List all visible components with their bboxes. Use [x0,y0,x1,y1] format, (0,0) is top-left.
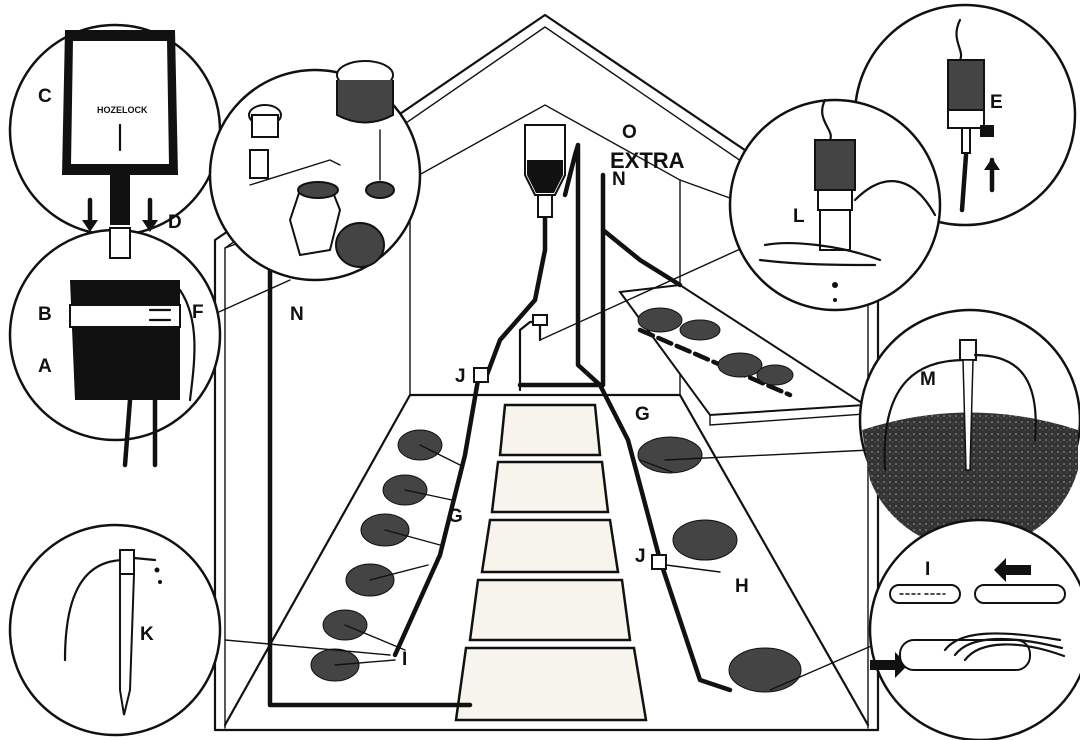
label-i-inset: I [925,559,930,580]
label-n-right: N [612,169,626,190]
label-j-right: J [635,546,646,567]
label-g-left: G [448,506,463,527]
supply-pipes [267,142,733,708]
inset-dripper-stake [8,523,222,737]
label-b: B [38,304,52,325]
label-e: E [990,92,1003,113]
plant-row-right [637,436,802,693]
label-g-top: G [635,404,650,425]
label-d: D [168,212,182,233]
staging-bench [618,283,869,426]
inset-container: HOZELOCK [8,23,222,237]
label-i-center: I [402,649,407,670]
label-m: M [920,369,936,390]
inset-soil-stake [858,308,1080,550]
label-c: C [38,86,52,107]
container-brand: HOZELOCK [97,105,148,115]
inset-fitting [208,60,422,282]
label-l: L [793,206,805,227]
label-j-left: J [455,366,466,387]
label-k: K [140,624,154,645]
label-n-left: N [290,304,304,325]
inset-hand-adjust [728,98,942,312]
inset-connector [868,518,1080,740]
inset-reservoir [8,227,222,468]
label-a: A [38,356,52,377]
water-container [524,124,566,218]
labels: C D B A F N O EXTRA N E L M J G G J H I … [38,86,1003,670]
plant-row-left [310,429,461,682]
path-pavers [454,403,648,722]
label-extra: EXTRA [610,148,685,173]
label-o: O [622,122,637,143]
label-h: H [735,576,749,597]
label-f: F [192,302,204,323]
